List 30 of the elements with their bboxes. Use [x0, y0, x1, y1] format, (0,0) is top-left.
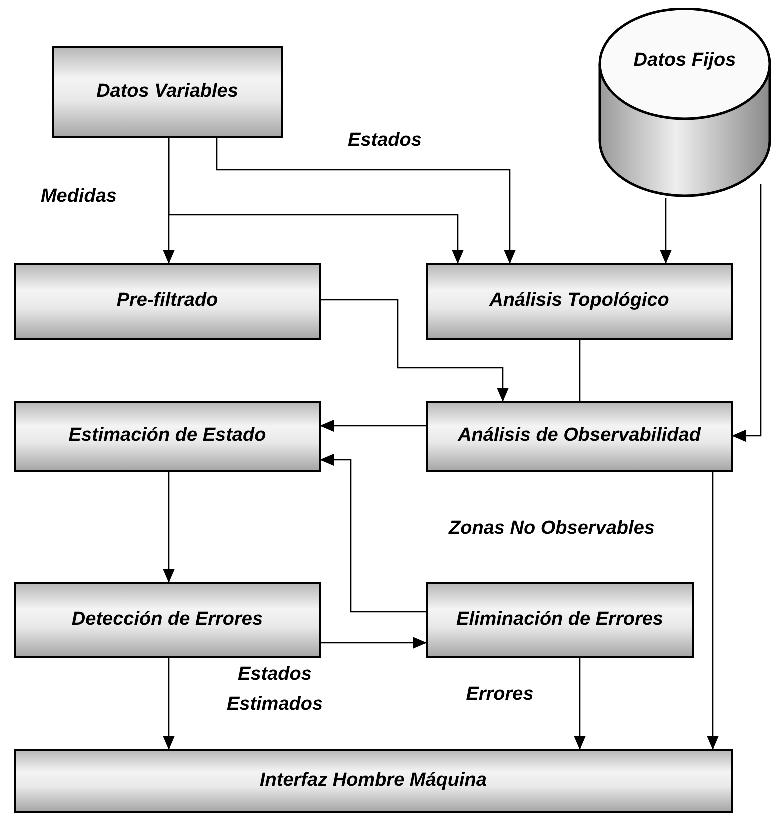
arrow	[321, 299, 509, 402]
node-label: Datos Variables	[96, 80, 238, 104]
process-box	[14, 263, 321, 340]
arrow	[163, 658, 175, 750]
arrow	[732, 184, 762, 442]
arrow	[216, 138, 516, 264]
process-box	[426, 263, 733, 340]
arrow	[660, 198, 672, 264]
arrow	[320, 454, 426, 613]
arrow	[574, 658, 586, 750]
arrow	[321, 637, 427, 649]
node-label: Interfaz Hombre Máquina	[260, 768, 487, 793]
arrow	[163, 472, 175, 583]
node-label: Pre-filtrado	[116, 289, 218, 314]
arrow	[320, 420, 426, 432]
node-label: Datos Fijos	[632, 49, 738, 73]
process-box	[14, 582, 321, 658]
database-cylinder	[598, 8, 772, 198]
process-box	[14, 749, 733, 813]
arrow	[168, 138, 464, 264]
node-label: Análisis Topológico	[490, 289, 670, 314]
process-box	[14, 401, 321, 472]
node-label: Detección de Errores	[72, 608, 264, 632]
node-label: Estimación de Estado	[68, 424, 266, 448]
process-box	[426, 401, 733, 472]
arrow	[707, 472, 719, 750]
process-box	[52, 46, 283, 138]
node-label: Análisis de Observabilidad	[458, 424, 701, 448]
process-box	[426, 582, 694, 658]
node-label: Eliminación de Errores	[456, 608, 664, 632]
